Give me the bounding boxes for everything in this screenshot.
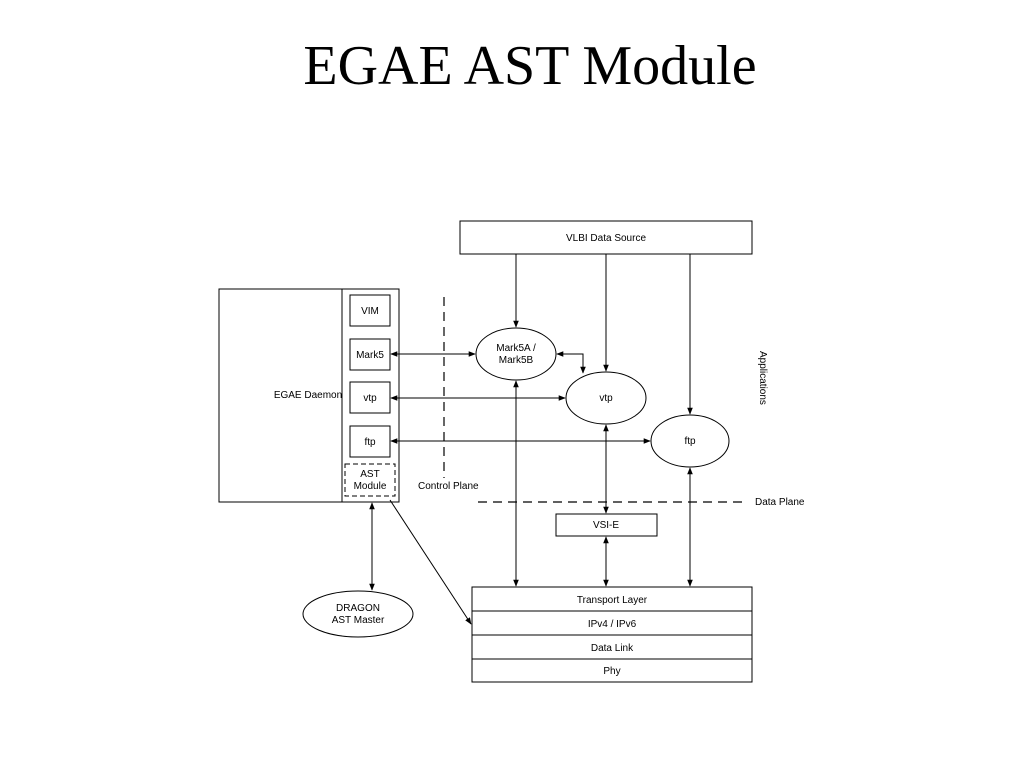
vsi-e-box: VSI-E [555,513,658,537]
stack-data-link: Data Link [591,643,634,654]
vtp-app-label: vtp [599,393,613,404]
vlbi-data-source-label: VLBI Data Source [566,233,646,244]
module-mark5: Mark5 [349,338,391,371]
stack-phy: Phy [603,666,620,677]
module-vim-label: VIM [361,306,379,317]
mark5ab-node: Mark5A / Mark5B [475,327,557,381]
page-title: EGAE AST Module [303,35,757,97]
dragon-label-line1: DRAGON [336,603,380,614]
mark5ab-label-line2: Mark5B [499,355,534,366]
ast-module-label-line1: AST [360,469,379,480]
mark5ab-label-line1: Mark5A / [496,343,536,354]
module-ftp: ftp [349,425,391,458]
protocol-stack: Transport Layer IPv4 / IPv6 Data Link Ph… [471,586,753,683]
vlbi-data-source-box: VLBI Data Source [459,220,753,255]
module-vtp-label: vtp [363,393,377,404]
arrow-ast-stack [389,499,472,625]
applications-label: Applications [757,351,768,405]
module-vtp: vtp [349,381,391,414]
stack-transport-layer: Transport Layer [577,595,648,606]
dragon-label-line2: AST Master [332,615,385,626]
ast-module-box: AST Module [344,463,396,497]
ftp-app-label: ftp [684,436,696,447]
ast-module-label-line2: Module [354,481,387,492]
arrow-mark5ab-vtp [556,351,586,374]
vsi-e-label: VSI-E [593,520,619,531]
vtp-app-node: vtp [565,371,647,425]
module-mark5-label: Mark5 [356,350,384,361]
egae-daemon-label: EGAE Daemon [274,390,342,401]
ftp-app-node: ftp [650,414,730,468]
module-vim: VIM [349,294,391,327]
control-plane-label: Control Plane [418,481,479,492]
stack-ip-layer: IPv4 / IPv6 [588,619,637,630]
dragon-ast-master-node: DRAGON AST Master [302,590,414,638]
module-ftp-label: ftp [364,437,376,448]
data-plane-label: Data Plane [755,497,805,508]
